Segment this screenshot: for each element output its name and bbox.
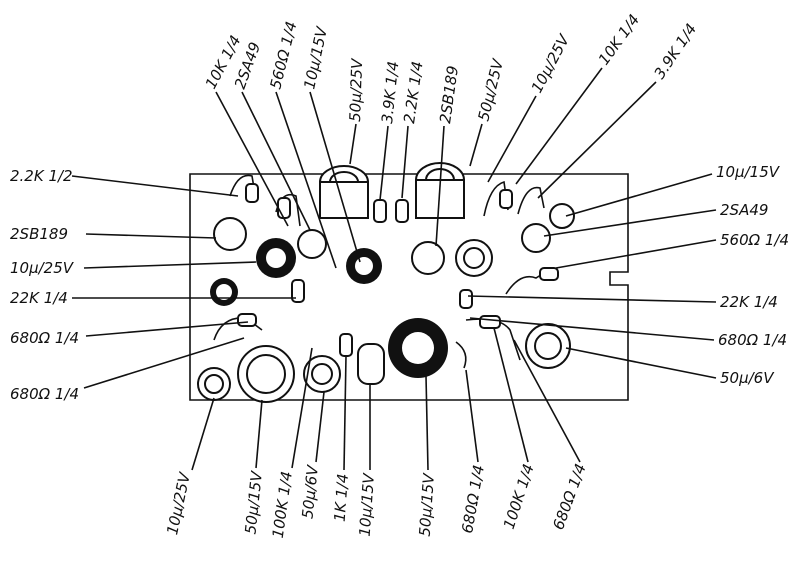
label-top-12: 3.9K 1/4 xyxy=(650,20,700,82)
right-labels: 10μ/15V 2SA49 560Ω 1/4 22K 1/4 680Ω 1/4 … xyxy=(716,163,789,387)
resistor-560 xyxy=(505,267,553,295)
resistor-body xyxy=(499,189,513,209)
transistor-2sa49-right xyxy=(521,223,551,253)
capacitor-inner xyxy=(216,284,232,300)
label-left-6: 680Ω 1/4 xyxy=(10,385,79,403)
capacitor-10u-15v xyxy=(549,203,575,229)
label-top-9: 50μ/25V xyxy=(474,56,507,123)
capacitor-10u-15v-bottom xyxy=(357,343,385,385)
components xyxy=(197,162,575,403)
label-bottom-1: 10μ/25V xyxy=(163,469,194,536)
top-labels: 10K 1/4 2SA49 560Ω 1/4 10μ/15V 50μ/25V 3… xyxy=(202,11,701,125)
capacitor-inner xyxy=(311,363,333,385)
resistor-2-2k-b xyxy=(395,199,409,223)
capacitor-inner xyxy=(355,257,373,275)
label-left-1: 2.2K 1/2 xyxy=(10,167,73,185)
resistor-body xyxy=(237,313,257,327)
resistor-1k xyxy=(339,333,353,357)
transistor-2sa49-left xyxy=(297,229,327,259)
resistor-3-9k xyxy=(373,199,387,223)
label-right-6: 50μ/6V xyxy=(720,369,775,387)
capacitor-inner xyxy=(266,248,286,268)
resistor-body xyxy=(245,183,259,203)
label-right-4: 22K 1/4 xyxy=(720,293,778,311)
leader-lines xyxy=(71,67,717,471)
label-left-5: 680Ω 1/4 xyxy=(10,329,79,347)
resistor-body xyxy=(539,267,559,281)
label-top-6: 3.9K 1/4 xyxy=(378,60,402,124)
left-labels: 2.2K 1/2 2SB189 10μ/25V 22K 1/4 680Ω 1/4… xyxy=(10,167,79,403)
label-left-4: 22K 1/4 xyxy=(10,289,68,307)
label-top-3: 560Ω 1/4 xyxy=(266,20,300,91)
label-right-2: 2SA49 xyxy=(720,201,768,219)
label-top-4: 10μ/15V xyxy=(300,24,331,91)
label-bottom-6: 10μ/15V xyxy=(356,471,378,537)
capacitor-inner xyxy=(246,354,286,394)
board-outline xyxy=(189,173,629,401)
resistor-3-9k-b xyxy=(517,186,545,215)
capacitor-inner xyxy=(534,332,562,360)
label-right-3: 560Ω 1/4 xyxy=(720,231,789,249)
label-top-7: 2.2K 1/4 xyxy=(400,60,427,125)
label-bottom-2: 50μ/15V xyxy=(241,469,266,535)
capacitor-inner xyxy=(204,374,224,394)
label-right-1: 10μ/15V xyxy=(716,163,781,181)
resistor-10k-b xyxy=(483,180,509,217)
resistor-680-bottom xyxy=(455,341,467,369)
label-bottom-5: 1K 1/4 xyxy=(331,473,352,522)
capacitor-can xyxy=(319,181,369,219)
bottom-labels: 10μ/25V 50μ/15V 100K 1/4 50μ/6V 1K 1/4 1… xyxy=(163,461,590,539)
label-top-10: 10μ/25V xyxy=(528,30,574,96)
resistor-body xyxy=(277,197,291,219)
label-left-2: 2SB189 xyxy=(10,225,68,243)
label-top-11: 10K 1/4 xyxy=(595,11,644,68)
label-bottom-10: 680Ω 1/4 xyxy=(549,461,590,532)
transistor-2sb189-left xyxy=(213,217,247,251)
resistor-22k-right xyxy=(459,289,473,309)
label-top-5: 50μ/25V xyxy=(346,57,366,122)
label-bottom-3: 100K 1/4 xyxy=(269,470,296,539)
resistor-22k xyxy=(291,279,305,303)
label-bottom-9: 100K 1/4 xyxy=(500,462,538,532)
label-top-8: 2SB189 xyxy=(436,65,462,125)
capacitor-inner xyxy=(402,332,434,364)
label-bottom-8: 680Ω 1/4 xyxy=(458,464,488,535)
capacitor-inner xyxy=(463,247,485,269)
label-left-3: 10μ/25V xyxy=(10,259,75,277)
label-bottom-7: 50μ/15V xyxy=(416,471,438,537)
resistor-body xyxy=(479,315,501,329)
label-right-5: 680Ω 1/4 xyxy=(718,331,787,349)
resistor-2-2k xyxy=(229,174,257,201)
transistor-2sb189-center xyxy=(411,241,445,275)
label-bottom-4: 50μ/6V xyxy=(298,463,322,520)
